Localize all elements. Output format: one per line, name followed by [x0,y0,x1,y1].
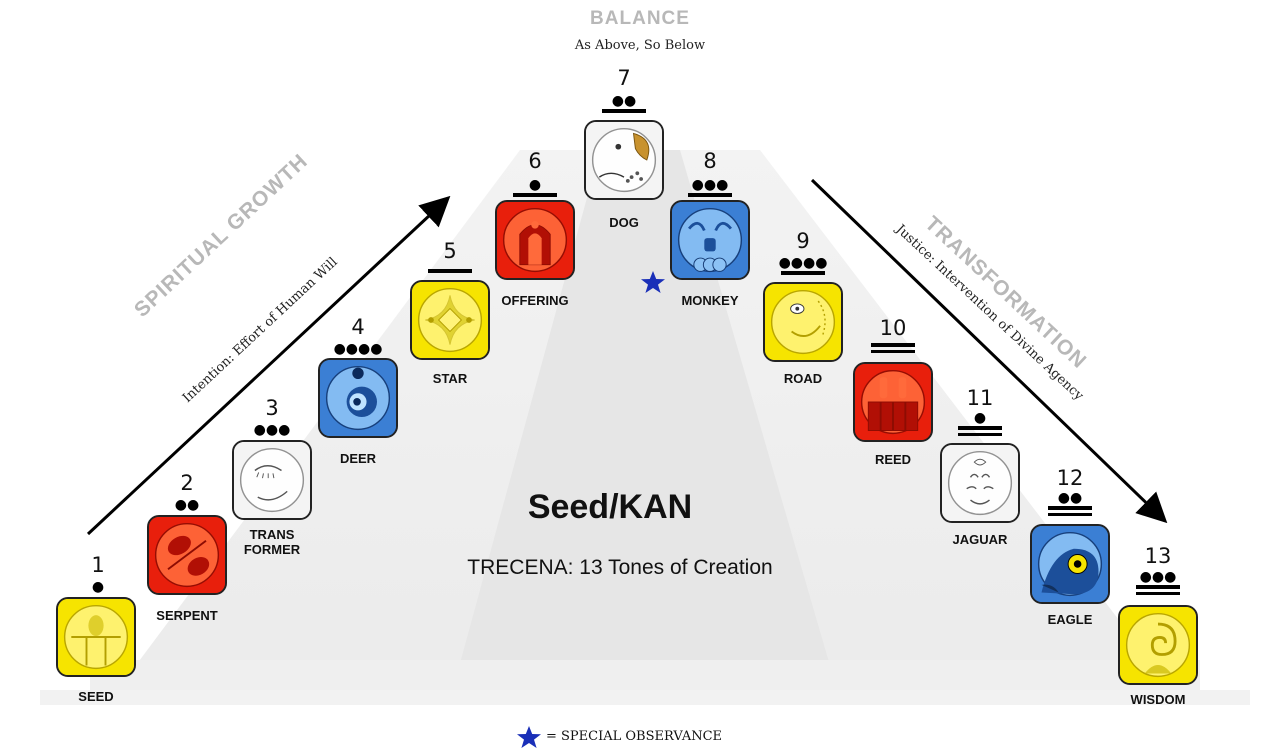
tone-bars [428,266,472,273]
day-sign-name: DOG [609,215,639,230]
day-sign-name: JAGUAR [952,532,1008,547]
day-sign-glyph [763,282,843,362]
tone-dots: ● [91,579,105,595]
tone-dots: ●● [174,497,200,513]
tone-number: 10 [879,316,907,340]
tone-bar [958,432,1002,436]
tone-bar [781,271,825,275]
tone-dots: ●●●● [333,341,383,357]
tone-bar [428,269,472,273]
wisdom-glyph-icon [1120,607,1196,683]
descending-arrow [810,178,1168,524]
center-subtitle: TRECENA: 13 Tones of Creation [467,556,773,579]
tone-bars [871,340,915,353]
tone-bar [871,343,915,347]
tone-bars [781,268,825,275]
serpent-glyph-icon [149,517,225,593]
seed-glyph-icon [58,599,134,675]
tone-dots: ●●● [1139,569,1177,585]
tone-dots: ● [973,410,987,426]
tone-bars [513,190,557,197]
legend-label: = SPECIAL OBSERVANCE [546,729,723,744]
tone-dots: ●● [611,93,637,109]
day-sign-name: MONKEY [681,293,739,308]
tone-number: 9 [796,229,810,253]
tone-dots: ● [528,177,542,193]
ascending-arrow [86,195,451,536]
day-sign-glyph [940,443,1020,523]
tone-dots: ●●● [253,422,291,438]
tone-number: 7 [617,66,631,90]
tone-bar [871,349,915,353]
day-sign-name: OFFERING [501,293,569,308]
day-sign-name: WISDOM [1130,692,1186,707]
day-sign-name: TRANS FORMER [243,527,301,557]
day-sign-name: SERPENT [156,608,218,623]
dog-glyph-icon [586,122,662,198]
special-observance-star-icon [641,271,665,293]
tone-bars [688,190,732,197]
tone-bars [602,106,646,113]
transformer-glyph-icon [234,442,310,518]
tone-number: 2 [180,471,194,495]
jaguar-glyph-icon [942,445,1018,521]
tone-number: 13 [1144,544,1172,568]
tone-number: 3 [265,396,279,420]
tone-number: 4 [351,315,365,339]
tone-number: 5 [443,239,457,263]
tone-bar [688,193,732,197]
tone-number: 1 [91,553,105,577]
day-sign-glyph [410,280,490,360]
balance-subtitle: As Above, So Below [574,38,706,53]
tone-dots: ●● [1057,490,1083,506]
monkey-glyph-icon [672,202,748,278]
day-sign-glyph [853,362,933,442]
day-sign-glyph [147,515,227,595]
day-sign-glyph [318,358,398,438]
day-sign-glyph [495,200,575,280]
tone-number: 11 [966,386,994,410]
blue-star-icon [517,726,541,748]
tone-dots: ●●●● [778,255,828,271]
day-sign-name: DEER [339,451,377,466]
tone-bars [958,423,1002,436]
star-glyph-icon [412,282,488,358]
day-sign-name: STAR [432,371,468,386]
road-glyph-icon [765,284,841,360]
tone-bar [1048,512,1092,516]
tone-bars [1048,503,1092,516]
day-sign-name: EAGLE [1047,612,1093,627]
day-sign-glyph [670,200,750,280]
day-sign-glyph [1118,605,1198,685]
day-sign-glyph [1030,524,1110,604]
tone-number: 12 [1056,466,1084,490]
day-sign-glyph [232,440,312,520]
reed-glyph-icon [855,364,931,440]
tone-bar [1048,506,1092,510]
day-sign-name: ROAD [783,371,823,386]
tone-bar [513,193,557,197]
day-sign-glyph [584,120,664,200]
offering-glyph-icon [497,202,573,278]
tone-bar [1136,591,1180,595]
balance-title: BALANCE [590,8,690,29]
deer-glyph-icon [320,360,396,436]
tone-number: 8 [703,149,717,173]
tone-dots: ●●● [691,177,729,193]
center-title: Seed/KAN [527,488,693,526]
day-sign-glyph [56,597,136,677]
tone-bar [602,109,646,113]
tone-bars [1136,582,1180,595]
tone-bar [1136,585,1180,589]
day-sign-name: SEED [78,689,114,704]
eagle-glyph-icon [1032,526,1108,602]
tone-bar [958,426,1002,430]
day-sign-name: REED [874,452,912,467]
tone-number: 6 [528,149,542,173]
